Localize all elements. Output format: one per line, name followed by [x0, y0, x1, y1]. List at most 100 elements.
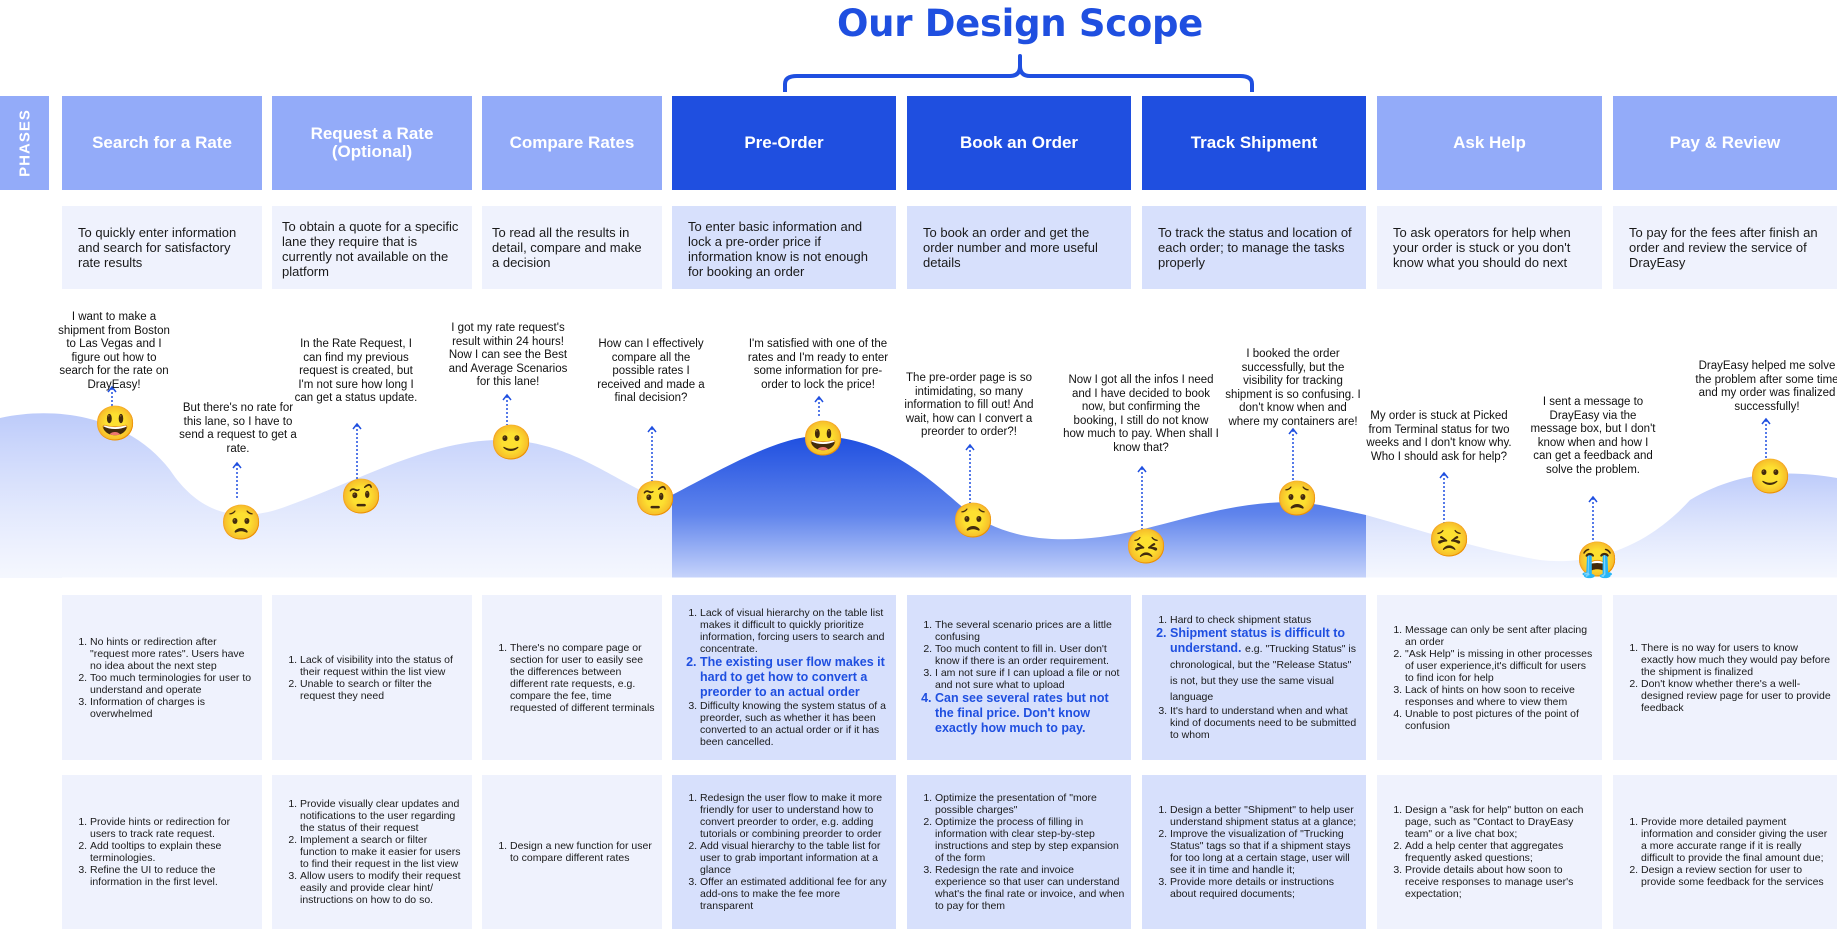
opportunities-request: Provide visually clear updates and notif…: [272, 775, 472, 929]
opportunities-search: Provide hints or redirection for users t…: [62, 775, 262, 929]
emoji-pay-smile: 🙂: [1749, 458, 1792, 496]
goal-pay-review: To pay for the fees after finish an orde…: [1613, 206, 1837, 289]
pain-points-track: Hard to check shipment status Shipment s…: [1142, 595, 1366, 760]
pain-points-help: Message can only be sent after placing a…: [1377, 595, 1602, 760]
pain-points-pay: There is no way for users to know exactl…: [1613, 595, 1837, 760]
quote-help-1: My order is stuck at Picked from Termina…: [1366, 410, 1512, 463]
phase-book-an-order: Book an Order: [907, 96, 1131, 190]
quote-request: In the Rate Request, I can find my previ…: [294, 338, 418, 404]
pain-item-highlight: Can see several rates but not the final …: [935, 691, 1125, 736]
quote-pay: DrayEasy helped me solve the problem aft…: [1692, 360, 1837, 414]
pain-points-book: The several scenario prices are a little…: [907, 595, 1131, 760]
opportunity-item: Add tooltips to explain these terminolog…: [90, 840, 256, 864]
phase-track-shipment: Track Shipment: [1142, 96, 1366, 190]
quote-compare-2: How can I effectively compare all the po…: [597, 338, 705, 404]
pain-item: Lack of visibility into the status of th…: [300, 654, 466, 678]
quote-search-1: I want to make a shipment from Boston to…: [58, 311, 170, 391]
opportunity-item: Add visual hierarchy to the table list f…: [700, 840, 890, 876]
opportunity-item: Provide hints or redirection for users t…: [90, 816, 256, 840]
opportunity-item: Provide more detailed payment informatio…: [1641, 816, 1831, 864]
emoji-search-happy: 😃: [94, 405, 137, 443]
phase-request-a-rate: Request a Rate (Optional): [272, 96, 472, 190]
opportunity-item: Offer an estimated additional fee for an…: [700, 876, 890, 912]
goal-request-a-rate: To obtain a quote for a specific lane th…: [272, 206, 472, 289]
opportunities-compare: Design a new function for user to compar…: [482, 775, 662, 929]
pain-item: Difficulty knowing the system status of …: [700, 700, 890, 748]
emoji-request-skeptical: 🤨: [340, 478, 383, 516]
opportunity-item: Add a help center that aggregates freque…: [1405, 840, 1596, 864]
emoji-track-worried: 😟: [1276, 480, 1319, 518]
pain-item: Information of charges is overwhelmed: [90, 696, 256, 720]
emoji-track-frustrated: 😣: [1125, 528, 1168, 566]
pain-item: There is no way for users to know exactl…: [1641, 642, 1831, 678]
quote-search-2: But there's no rate for this lane, so I …: [179, 402, 297, 455]
pain-points-request: Lack of visibility into the status of th…: [272, 595, 472, 760]
opportunity-item: Implement a search or filter function to…: [300, 834, 466, 870]
opportunity-item: Allow users to modify their request easi…: [300, 870, 466, 906]
opportunity-item: Design a new function for user to compar…: [510, 840, 656, 864]
pain-item: Too much content to fill in. User don't …: [935, 643, 1125, 667]
quote-book: The pre-order page is so intimidating, s…: [904, 372, 1034, 438]
opportunity-item: Design a better "Shipment" to help user …: [1170, 804, 1360, 828]
opportunities-preorder: Redesign the user flow to make it more f…: [672, 775, 896, 929]
goal-book-an-order: To book an order and get the order numbe…: [907, 206, 1131, 289]
pain-item: Message can only be sent after placing a…: [1405, 624, 1596, 648]
pain-points-preorder: Lack of visual hierarchy on the table li…: [672, 595, 896, 760]
opportunity-item: Design a "ask for help" button on each p…: [1405, 804, 1596, 840]
pain-item: Lack of visual hierarchy on the table li…: [700, 607, 890, 655]
opportunity-item: Provide more details or instructions abo…: [1170, 876, 1360, 900]
goal-pre-order: To enter basic information and lock a pr…: [672, 206, 896, 289]
emoji-book-worried: 😟: [952, 502, 995, 540]
quote-preorder: I'm satisfied with one of the rates and …: [747, 338, 889, 391]
opportunity-item: Redesign the user flow to make it more f…: [700, 792, 890, 840]
opportunities-book: Optimize the presentation of "more possi…: [907, 775, 1131, 929]
phase-compare-rates: Compare Rates: [482, 96, 662, 190]
opportunities-help: Design a "ask for help" button on each p…: [1377, 775, 1602, 929]
phase-ask-help: Ask Help: [1377, 96, 1602, 190]
pain-item: It's hard to understand when and what ki…: [1170, 705, 1360, 741]
opportunity-item: Provide visually clear updates and notif…: [300, 798, 466, 834]
emoji-compare-skeptical: 🤨: [634, 480, 677, 518]
opportunity-item: Design a review section for user to prov…: [1641, 864, 1831, 888]
pain-item: Unable to post pictures of the point of …: [1405, 708, 1596, 732]
page-title: Our Design Scope: [837, 2, 1203, 45]
opportunity-item: Optimize the process of filling in infor…: [935, 816, 1125, 864]
quote-pay-text: DrayEasy helped me solve the problem aft…: [1695, 360, 1837, 413]
opportunities-pay: Provide more detailed payment informatio…: [1613, 775, 1837, 929]
opportunity-item: Improve the visualization of "Trucking S…: [1170, 828, 1360, 876]
opportunity-item: Provide details about how soon to receiv…: [1405, 864, 1596, 900]
pain-item: I am not sure if I can upload a file or …: [935, 667, 1125, 691]
pain-item-highlight: The existing user flow makes it hard to …: [700, 655, 890, 700]
pain-item: Don't know whether there's a well-design…: [1641, 678, 1831, 714]
emoji-preorder-happy: 😃: [802, 420, 845, 458]
phase-pay-review: Pay & Review: [1613, 96, 1837, 190]
emoji-compare-smile: 🙂: [490, 424, 533, 462]
pain-points-search: No hints or redirection after "request m…: [62, 595, 262, 760]
pain-item: The several scenario prices are a little…: [935, 619, 1125, 643]
pain-item-highlight-text: Shipment status is difficult to understa…: [1170, 626, 1346, 655]
emoji-help-crying: 😭: [1576, 541, 1619, 579]
scope-bracket: [783, 54, 1254, 92]
quote-track-1: Now I got all the infos I need and I hav…: [1063, 374, 1219, 454]
pain-item: "Ask Help" is missing in other processes…: [1405, 648, 1596, 684]
quote-track-2: I booked the order successfully, but the…: [1225, 348, 1361, 428]
pain-item: Hard to check shipment status: [1170, 614, 1360, 626]
emoji-search-worried: 😟: [220, 504, 263, 542]
goal-track-shipment: To track the status and location of each…: [1142, 206, 1366, 289]
phase-search-for-a-rate: Search for a Rate: [62, 96, 262, 190]
pain-points-compare: There's no compare page or section for u…: [482, 595, 662, 760]
pain-item: No hints or redirection after "request m…: [90, 636, 256, 672]
goal-compare-rates: To read all the results in detail, compa…: [482, 206, 662, 289]
goal-ask-help: To ask operators for help when your orde…: [1377, 206, 1602, 289]
pain-item-highlight: Shipment status is difficult to understa…: [1170, 626, 1360, 705]
phase-pre-order: Pre-Order: [672, 96, 896, 190]
opportunity-item: Refine the UI to reduce the information …: [90, 864, 256, 888]
phases-label: PHASES: [0, 96, 49, 190]
pain-item: Too much terminologies for user to under…: [90, 672, 256, 696]
pain-item: There's no compare page or section for u…: [510, 642, 656, 714]
quote-compare-1: I got my rate request's result within 24…: [448, 322, 568, 388]
opportunity-item: Optimize the presentation of "more possi…: [935, 792, 1125, 816]
pain-item: Unable to search or filter the request t…: [300, 678, 466, 702]
opportunity-item: Redesign the rate and invoice experience…: [935, 864, 1125, 912]
